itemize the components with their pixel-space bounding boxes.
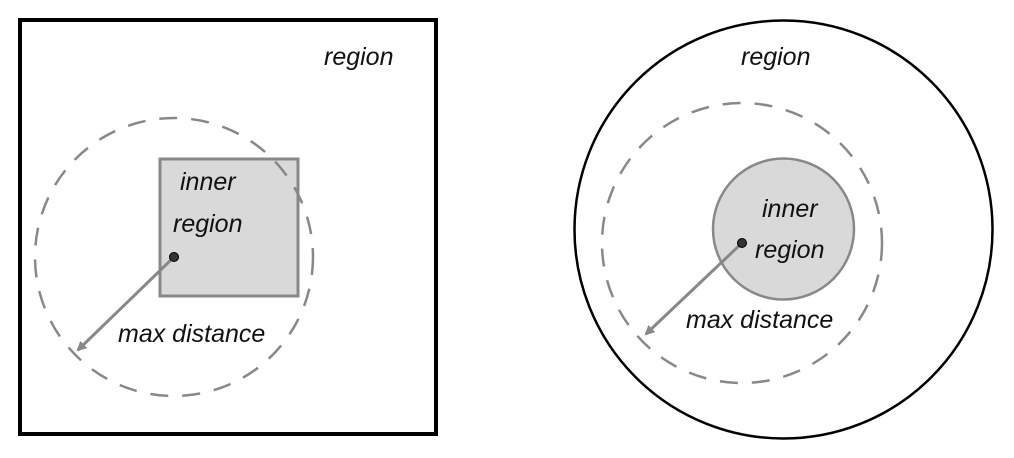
outer-region-label: region <box>324 43 394 71</box>
max-distance-arrow <box>76 255 176 352</box>
inner-region-label-line2: region <box>755 236 825 264</box>
max-distance-arrow <box>644 241 744 336</box>
outer-square-region <box>18 18 438 436</box>
center-point <box>737 238 747 248</box>
inner-region-label-line1: inner <box>180 168 237 196</box>
square-region-diagram: region inner region max distance <box>18 18 438 436</box>
inner-region-label-line1: inner <box>762 195 819 223</box>
outer-circle-region <box>573 19 994 440</box>
center-point <box>169 252 179 262</box>
max-distance-dashed-circle <box>600 101 884 385</box>
circle-region-diagram: region inner region max distance <box>573 19 994 440</box>
max-distance-dashed-circle <box>33 116 315 398</box>
max-distance-label: max distance <box>686 306 833 334</box>
max-distance-label: max distance <box>118 320 265 348</box>
inner-region-label-line2: region <box>173 210 243 238</box>
inner-circle-region <box>711 157 856 301</box>
outer-region-label: region <box>741 43 811 71</box>
inner-square-region <box>158 157 300 298</box>
